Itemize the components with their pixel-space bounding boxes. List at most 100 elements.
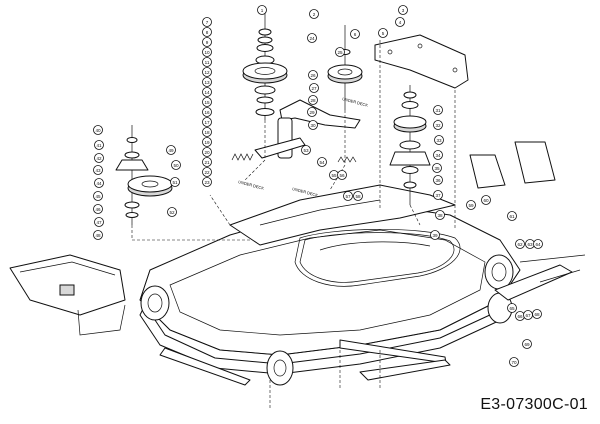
callout-number: 33 [436,138,442,143]
callout-49: 49 [166,145,176,155]
callout-circle [94,153,104,163]
callout-circle [167,207,177,217]
callout-number: 13 [204,80,210,85]
callout-number: 25 [337,50,343,55]
callout-circle [307,33,317,43]
callout-68: 68 [532,309,542,319]
callout-circle [433,175,443,185]
callout-number: 43 [95,168,101,173]
callout-number: 60 [483,198,489,203]
idler-arm [254,99,361,159]
callout-35: 35 [432,163,442,173]
callout-6: 6 [350,29,360,39]
callout-number: 68 [534,312,540,317]
callout-circle [532,309,542,319]
drive-belt [294,228,461,287]
callout-33: 33 [434,135,444,145]
callout-63: 63 [525,239,535,249]
callout-2: 2 [309,9,319,19]
callout-number: 37 [435,193,441,198]
callout-8: 8 [202,27,212,37]
callout-57: 57 [343,191,353,201]
side-bracket [469,141,556,189]
callout-number: 7 [206,20,209,25]
callout-circle [202,47,212,57]
callout-41: 41 [94,140,104,150]
callout-number: 67 [525,313,531,318]
callout-circle [94,178,104,188]
callout-58: 58 [353,191,363,201]
callout-number: 55 [331,173,337,178]
callout-circle [170,177,180,187]
callout-number: 38 [437,213,443,218]
callout-28: 28 [308,95,318,105]
callout-number: 11 [205,60,210,65]
callout-number: 10 [204,50,210,55]
callout-number: 17 [204,120,210,125]
callout-number: 50 [173,163,179,168]
callout-circle [481,195,491,205]
tension-spring [231,153,357,163]
callout-number: 21 [204,160,210,165]
roller-axle [494,254,586,301]
callout-circle [202,107,212,117]
callout-number: 53 [303,148,309,153]
callout-number: 66 [517,314,523,319]
callout-circle [433,150,443,160]
callout-number: 69 [524,342,530,347]
callout-number: 18 [204,130,210,135]
callout-circle [430,230,440,240]
callout-circle [343,191,353,201]
callout-29: 29 [307,107,317,117]
callout-circle [94,140,104,150]
callout-53: 53 [301,145,311,155]
callout-number: 8 [206,30,209,35]
callout-circle [202,97,212,107]
callout-number: 47 [96,220,102,225]
callout-16: 16 [202,107,212,117]
callout-circle [515,239,525,249]
callout-number: 54 [319,160,325,165]
callout-40: 40 [93,125,103,135]
callout-number: 4 [399,20,402,25]
diagram-code: E3-07300C-01 [480,396,588,413]
callout-circle [395,17,405,27]
callout-24: 24 [307,33,317,43]
callout-5: 5 [378,28,388,38]
callout-circle [507,303,517,313]
callout-circle [308,70,318,80]
callout-circle [533,239,543,249]
callout-number: 29 [309,110,315,115]
callout-number: 23 [204,180,210,185]
callout-65: 65 [507,303,517,313]
callout-circle [202,157,212,167]
callout-circle [202,147,212,157]
callout-30: 30 [308,120,318,130]
callout-circle [93,230,103,240]
callout-69: 69 [522,339,532,349]
callout-number: 3 [402,8,405,13]
callout-32: 32 [433,120,443,130]
deck-wheels [140,254,514,386]
callout-circle [202,167,212,177]
callout-55: 55 [329,170,339,180]
callout-31: 31 [433,105,443,115]
callout-60: 60 [481,195,491,205]
callout-circle [307,107,317,117]
callout-17: 17 [202,117,212,127]
callout-54: 54 [317,157,327,167]
callout-number: 48 [95,233,101,238]
callout-38: 38 [435,210,445,220]
callout-number: 27 [311,86,317,91]
callout-number: 42 [96,156,102,161]
callout-circle [317,157,327,167]
callout-20: 20 [202,147,212,157]
callout-circle [509,357,519,367]
callout-circle [350,29,360,39]
callout-circle [335,47,345,57]
callout-number: 22 [204,170,210,175]
callout-number: 46 [95,207,101,212]
callout-52: 52 [167,207,177,217]
callout-43: 43 [93,165,103,175]
